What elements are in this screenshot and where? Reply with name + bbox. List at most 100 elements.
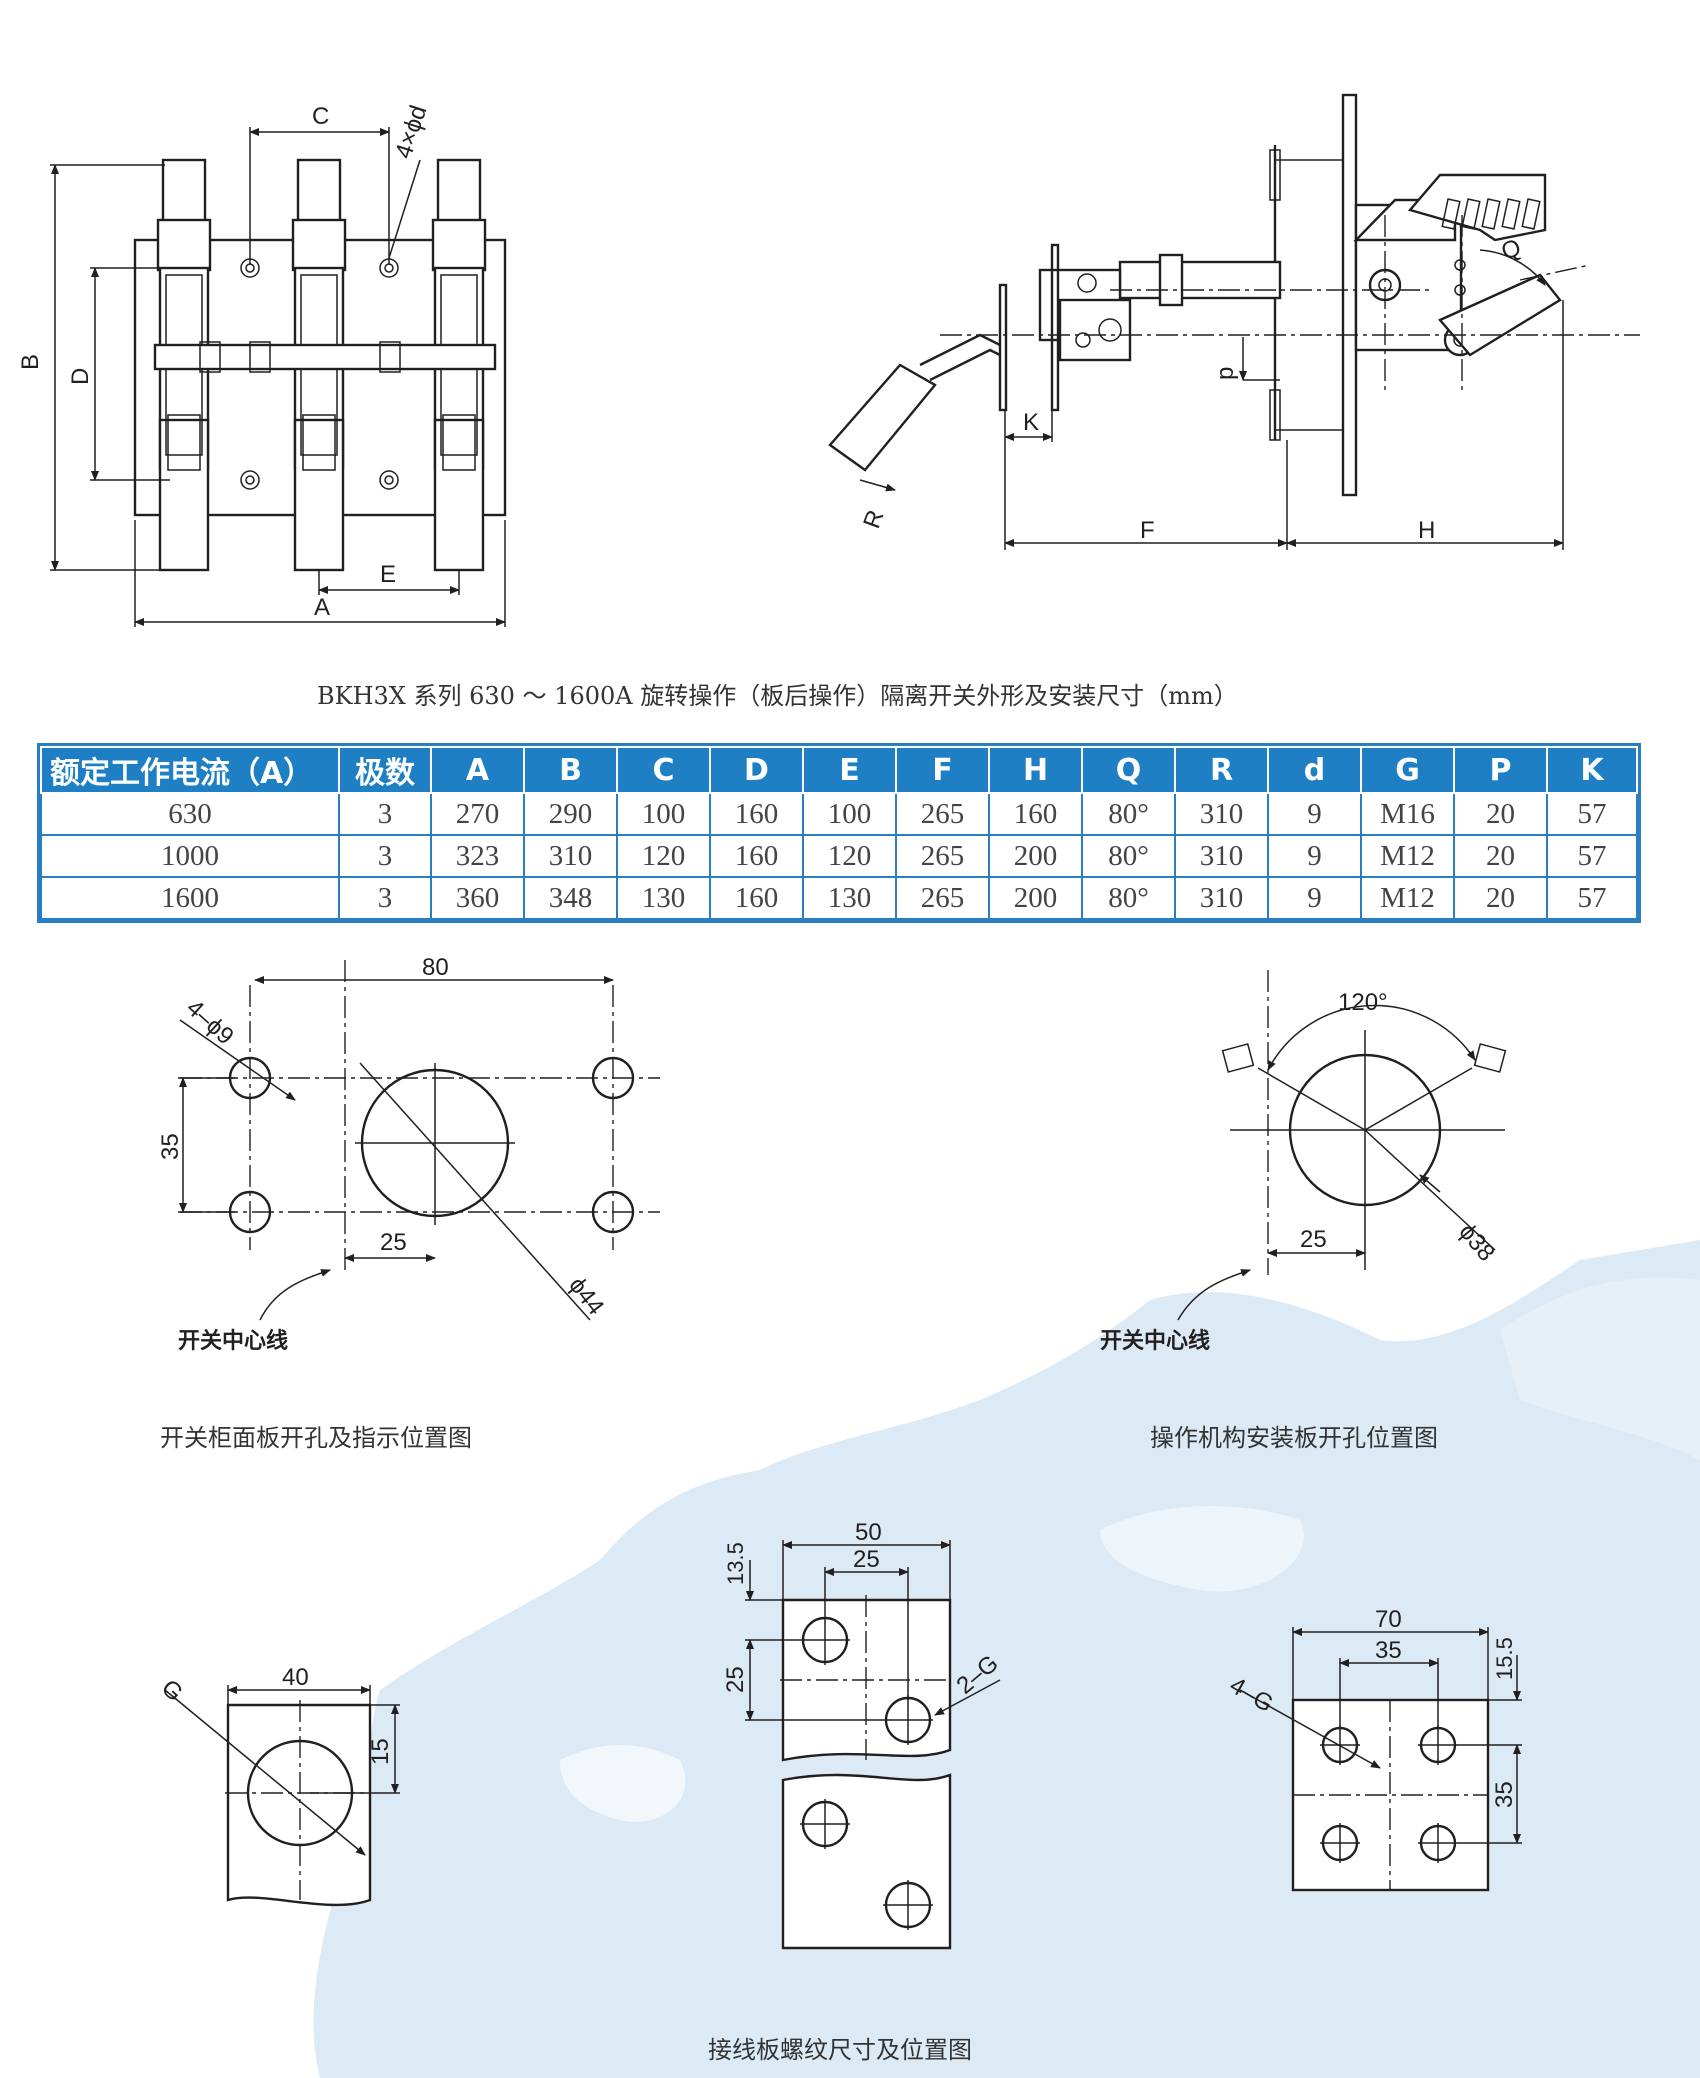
table-header-cell: K (1546, 746, 1638, 794)
table-header-cell: H (988, 746, 1083, 794)
dim-d-label: D (67, 368, 94, 385)
table-header-cell: Q (1081, 746, 1176, 794)
table-cell: 200 (988, 876, 1083, 920)
table-cell: 130 (802, 876, 897, 920)
table-header-cell: 极数 (338, 746, 432, 794)
table-cell: M12 (1360, 876, 1455, 920)
table-cell: 160 (709, 876, 804, 920)
main-caption: BKH3X 系列 630 ～ 1600A 旋转操作（板后操作）隔离开关外形及安装… (317, 682, 1238, 710)
dim-b-label: B (17, 354, 44, 370)
table-cell: 100 (616, 792, 711, 836)
panel-cutout-drawing: 80 35 25 4–ϕ9 ϕ44 开关中心线 (157, 954, 660, 1354)
dim-15-5-label: 15.5 (1492, 1637, 1517, 1680)
terminal-single-drawing: 40 15 G (156, 1664, 400, 1907)
table-cell: 265 (895, 876, 990, 920)
table-cell: 100 (802, 792, 897, 836)
table-header-cell: d (1267, 746, 1362, 794)
dim-50-label: 50 (855, 1519, 882, 1546)
centerline-label-1: 开关中心线 (178, 1328, 288, 1354)
table-cell: 360 (430, 876, 525, 920)
table-cell: 20 (1453, 792, 1548, 836)
table-cell: 310 (1174, 792, 1269, 836)
table-cell: 290 (523, 792, 618, 836)
table-cell: M16 (1360, 792, 1455, 836)
dim-e-label: E (380, 561, 396, 588)
dim-f-label: F (1140, 517, 1155, 544)
table-cell: 80° (1081, 792, 1176, 836)
table-cell: 3 (338, 834, 432, 878)
g-label-1: G (156, 1674, 188, 1707)
table-header-cell: 额定工作电流（A） (40, 746, 340, 794)
table-header-cell: E (802, 746, 897, 794)
dia-44-label: ϕ44 (563, 1272, 609, 1320)
panel-caption: 开关柜面板开孔及指示位置图 (160, 1424, 472, 1452)
front-view-drawing: B D C A E 4×ϕd (17, 102, 507, 627)
table-cell: 57 (1546, 834, 1638, 878)
dim-25-label: 25 (380, 1229, 407, 1256)
table-cell: 270 (430, 792, 525, 836)
terminal-quad-drawing: 70 35 15.5 35 4–G (1225, 1606, 1522, 1892)
table-cell: 80° (1081, 876, 1176, 920)
dim-k-label: K (1023, 409, 1039, 436)
table-cell: 20 (1453, 834, 1548, 878)
dim-p-label: p (1212, 367, 1239, 380)
table-cell: 265 (895, 834, 990, 878)
table-cell: 20 (1453, 876, 1548, 920)
table-cell: 310 (1174, 876, 1269, 920)
table-cell: 1600 (40, 876, 340, 920)
table-cell: 57 (1546, 792, 1638, 836)
table-cell: 348 (523, 876, 618, 920)
angle-120-label: 120° (1338, 989, 1388, 1016)
hole-9-label: 4–ϕ9 (181, 994, 239, 1050)
table-cell: 323 (430, 834, 525, 878)
mechanism-cutout-drawing: 120° 25 ϕ38 开关中心线 (1100, 970, 1507, 1354)
table-cell: M12 (1360, 834, 1455, 878)
table-cell: 310 (1174, 834, 1269, 878)
dim-35-top-label: 35 (1375, 1637, 1402, 1664)
dim-40-label: 40 (282, 1664, 309, 1691)
dim-35-side-label: 35 (1491, 1781, 1518, 1808)
table-header-cell: C (616, 746, 711, 794)
terminal-caption: 接线板螺纹尺寸及位置图 (708, 2036, 972, 2064)
table-cell: 9 (1267, 876, 1362, 920)
dim-25-side-label: 25 (722, 1666, 749, 1693)
dim-25-top-label: 25 (853, 1546, 880, 1573)
table-cell: 160 (988, 792, 1083, 836)
dim-q-label: Q (1498, 234, 1525, 266)
table-cell: 310 (523, 834, 618, 878)
table-cell: 160 (709, 792, 804, 836)
table-cell: 9 (1267, 834, 1362, 878)
dim-c-label: C (312, 103, 329, 130)
dim-25-label-2: 25 (1300, 1226, 1327, 1253)
table-header-cell: D (709, 746, 804, 794)
table-cell: 3 (338, 792, 432, 836)
table-cell: 80° (1081, 834, 1176, 878)
table-cell: 630 (40, 792, 340, 836)
dim-35-label: 35 (157, 1133, 184, 1160)
dim-15-label: 15 (367, 1738, 394, 1765)
table-cell: 9 (1267, 792, 1362, 836)
dim-r-label: R (858, 507, 889, 533)
table-cell: 1000 (40, 834, 340, 878)
table-cell: 160 (709, 834, 804, 878)
table-header-cell: B (523, 746, 618, 794)
table-cell: 265 (895, 792, 990, 836)
centerline-label-2: 开关中心线 (1100, 1328, 1210, 1354)
table-header-cell: A (430, 746, 525, 794)
hole-d-label: 4×ϕd (390, 102, 432, 162)
table-cell: 120 (802, 834, 897, 878)
table-header-cell: R (1174, 746, 1269, 794)
side-view-drawing: F H K R Q p (828, 93, 1640, 550)
dim-70-label: 70 (1375, 1606, 1402, 1633)
table-header-cell: G (1360, 746, 1455, 794)
dim-80-label: 80 (422, 954, 449, 981)
table-cell: 57 (1546, 876, 1638, 920)
mechanism-caption: 操作机构安装板开孔位置图 (1150, 1424, 1438, 1452)
table-cell: 120 (616, 834, 711, 878)
